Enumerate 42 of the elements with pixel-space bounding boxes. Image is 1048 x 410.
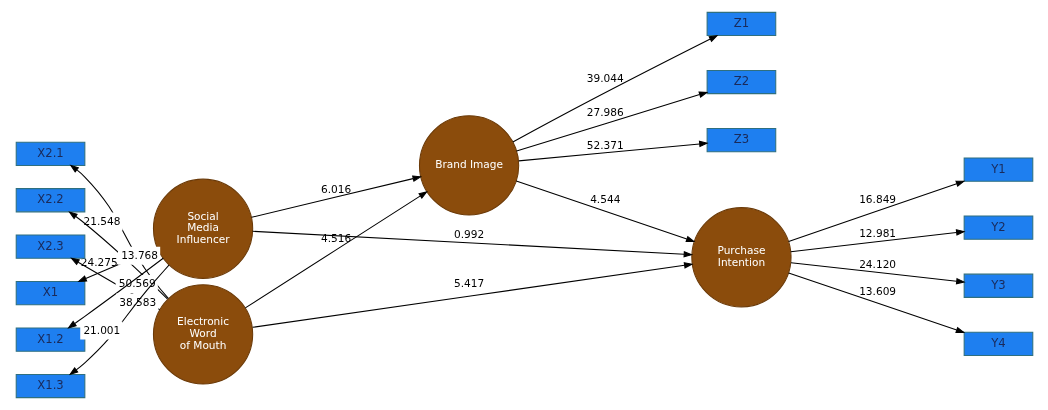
edge-label: 21.001 xyxy=(82,323,120,336)
arrow xyxy=(250,175,422,218)
node-box: Z3 xyxy=(706,127,776,153)
edge-label: 4.544 xyxy=(589,193,620,206)
node-box: X1.3 xyxy=(15,373,85,399)
edge-label: 5.417 xyxy=(453,276,484,289)
arrow xyxy=(517,140,709,162)
edge-label: 4.516 xyxy=(320,232,351,245)
edge-label: 6.016 xyxy=(320,182,351,195)
arrow xyxy=(787,180,965,242)
arrow xyxy=(251,230,693,258)
node-box: X2.2 xyxy=(15,188,85,213)
arrow xyxy=(790,262,966,285)
arrow xyxy=(515,180,695,243)
node-box: Z2 xyxy=(706,69,776,95)
edge-label: 52.371 xyxy=(586,138,624,151)
arrow xyxy=(244,191,428,309)
edge-label: 0.992 xyxy=(453,228,484,241)
node-box: Y4 xyxy=(963,331,1033,356)
node-box: X2.3 xyxy=(15,234,85,259)
node-circle: Purchase Intention xyxy=(690,207,792,308)
node-box: X1.2 xyxy=(15,327,85,352)
arrow xyxy=(251,262,694,328)
arrow xyxy=(511,34,718,143)
node-box: X1 xyxy=(15,281,85,306)
arrow xyxy=(787,272,965,333)
node-box: Y3 xyxy=(963,273,1033,298)
arrow xyxy=(68,264,169,376)
node-box: Z1 xyxy=(706,11,776,37)
edge-label: 13.609 xyxy=(858,285,896,298)
edge-label: 21.548 xyxy=(83,214,120,227)
node-box: Y2 xyxy=(963,215,1033,240)
node-box: X2.1 xyxy=(15,141,85,166)
arrow xyxy=(66,257,164,329)
arrow xyxy=(515,91,708,152)
node-box: Y1 xyxy=(963,157,1033,182)
edge-label: 27.986 xyxy=(586,105,624,118)
arrow xyxy=(789,229,966,253)
edge-label: 39.044 xyxy=(586,72,624,85)
edge-label: 24.120 xyxy=(858,257,896,270)
edge-label: 12.981 xyxy=(858,227,896,240)
edge-label: 16.849 xyxy=(858,193,896,206)
